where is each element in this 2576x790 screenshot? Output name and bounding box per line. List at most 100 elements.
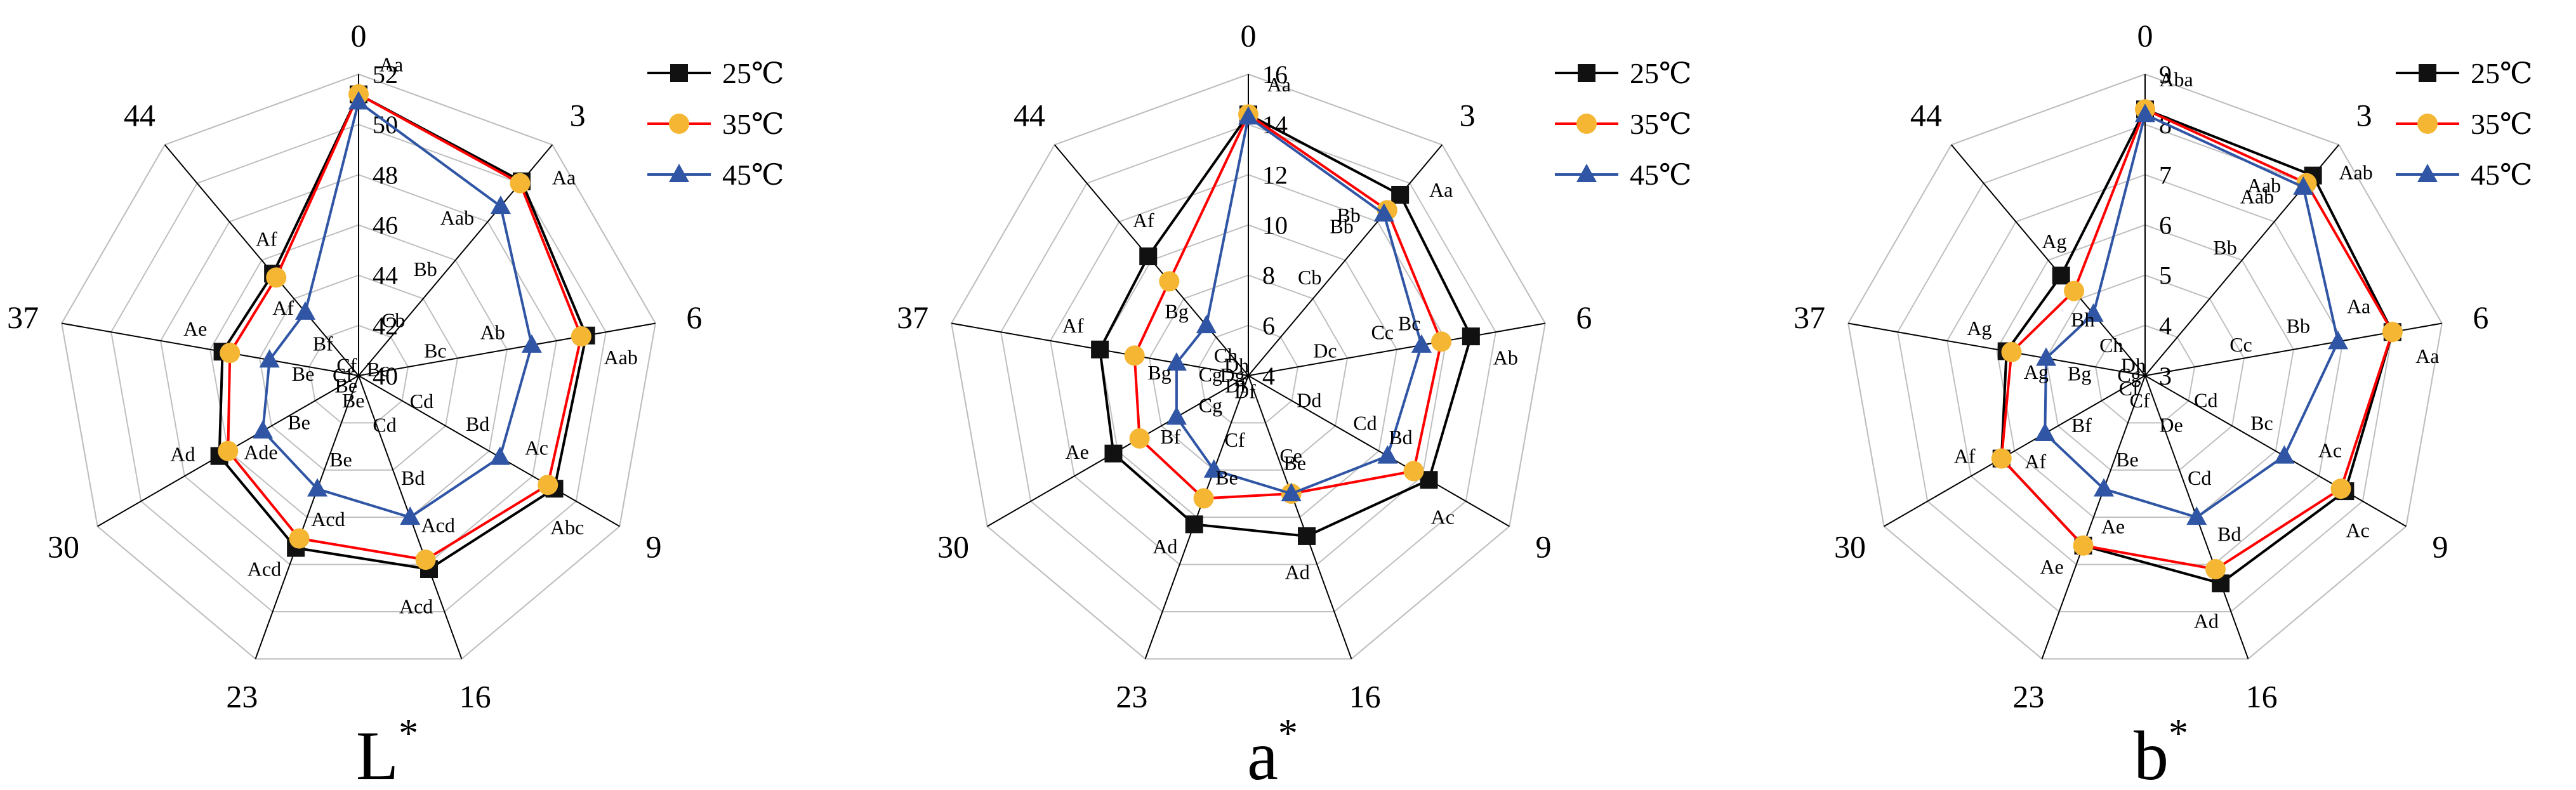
- radar-grid: [951, 73, 1546, 660]
- axis-label: 44: [124, 98, 155, 133]
- axis-label: 30: [48, 529, 79, 565]
- marker-triangle: [348, 91, 369, 110]
- panel-title-superscript: *: [1278, 712, 1298, 755]
- significance-label: Bb: [1337, 204, 1360, 227]
- radar-spoke: [1248, 144, 1443, 376]
- significance-label: Aa: [1267, 73, 1291, 96]
- axis-label: 37: [897, 300, 928, 335]
- significance-label: Cc: [1371, 320, 1394, 343]
- significance-label: Acd: [399, 595, 433, 617]
- radial-tick-label: 3: [2159, 362, 2172, 390]
- axis-label: 0: [351, 18, 367, 53]
- marker-circle: [1129, 428, 1150, 449]
- significance-label: Aa: [380, 53, 403, 76]
- axis-label: 3: [1460, 98, 1476, 133]
- significance-label: Cf: [1225, 428, 1245, 451]
- series-line: [2044, 112, 2340, 519]
- significance-label: Bg: [1147, 361, 1171, 384]
- radar-spoke: [164, 144, 359, 376]
- axis-label: 9: [1536, 529, 1552, 565]
- significance-label: Bf: [1160, 425, 1180, 448]
- marker-circle: [220, 343, 241, 364]
- marker-circle: [2382, 322, 2403, 343]
- significance-label: Bc: [424, 339, 447, 362]
- significance-label: Abc: [550, 516, 584, 539]
- series-line: [1133, 112, 1443, 500]
- marker-triangle: [1203, 459, 1224, 478]
- significance-label: Ac: [2318, 439, 2342, 462]
- significance-label: Cb: [1298, 266, 1321, 289]
- significance-label: Ad: [1285, 561, 1310, 584]
- marker-square: [1185, 515, 1203, 534]
- significance-label: Bf: [313, 332, 333, 355]
- significance-label: Cd: [373, 413, 396, 436]
- grid-ring: [1099, 224, 1397, 518]
- significance-label: Af: [272, 296, 294, 319]
- significance-label: Af: [1954, 445, 1976, 468]
- legend-label: 25℃: [1630, 57, 1691, 89]
- axis-label: 9: [2433, 529, 2448, 565]
- panel-title-main: L: [356, 717, 399, 787]
- series-line: [227, 92, 583, 562]
- significance-label: Cb: [381, 308, 405, 331]
- significance-label: Cf: [2130, 389, 2150, 412]
- radial-tick-label: 48: [373, 161, 398, 189]
- grid-ring: [2045, 274, 2245, 471]
- legend: 25℃35℃45℃: [647, 57, 784, 191]
- significance-label: Ad: [170, 442, 195, 465]
- significance-label: Af: [1133, 209, 1154, 232]
- radar-spoke: [358, 375, 620, 527]
- axis-label: 3: [2356, 98, 2372, 133]
- legend-label: 25℃: [2471, 57, 2532, 89]
- significance-label: Df: [1234, 379, 1256, 402]
- radial-tick-label: 9: [2159, 60, 2172, 89]
- grid-ring: [308, 324, 409, 424]
- significance-label: Af: [256, 228, 277, 251]
- significance-label: Cg: [1199, 394, 1222, 417]
- axis-label: 37: [1793, 300, 1825, 335]
- legend-label: 25℃: [722, 57, 784, 89]
- radial-tick-label: 6: [2159, 211, 2172, 240]
- radar-spoke: [62, 322, 359, 376]
- marker-circle: [415, 550, 436, 570]
- significance-label: Ae: [1065, 440, 1088, 463]
- radial-tick-label: 46: [373, 211, 398, 240]
- axis-label: 30: [937, 529, 969, 565]
- radar-grid: [61, 73, 656, 660]
- panel-title: b*: [2134, 712, 2188, 787]
- significance-label: Ac: [525, 436, 548, 459]
- marker-square: [1139, 247, 1158, 265]
- marker-triangle: [295, 301, 316, 320]
- significance-label: De: [2159, 413, 2183, 436]
- significance-label: Af: [1062, 314, 1084, 337]
- marker-triangle: [1196, 315, 1217, 334]
- significance-label: Ab: [480, 320, 505, 343]
- legend-marker-circle: [2417, 114, 2438, 134]
- axis-label: 0: [1241, 18, 1257, 53]
- axis-label: 23: [2012, 679, 2044, 714]
- significance-label: Ce: [1279, 444, 1302, 467]
- marker-square: [1104, 444, 1123, 463]
- radar-panel-1: 0369162330374440424446485052AaAaAabAbcAc…: [7, 18, 784, 790]
- radial-tick-label: 5: [2159, 261, 2172, 290]
- marker-triangle: [2094, 478, 2115, 497]
- significance-label: Ch: [2099, 334, 2123, 357]
- radial-tick-label: 7: [2159, 161, 2172, 189]
- significance-label: Bb: [2213, 236, 2236, 259]
- radial-tick-label: 52: [373, 60, 398, 89]
- legend-label: 35℃: [722, 108, 784, 140]
- radial-tick-label: 4: [1262, 362, 1275, 390]
- grid-ring: [1996, 224, 2294, 518]
- significance-label: Ag: [2024, 360, 2049, 383]
- significance-label: Bh: [2071, 308, 2094, 331]
- significance-label: Be: [1283, 452, 1306, 475]
- radar-spoke: [254, 375, 359, 659]
- series-line: [2000, 107, 2394, 585]
- significance-label: Cd: [1353, 411, 1377, 434]
- grid-outer-ring: [951, 73, 1546, 660]
- marker-triangle: [259, 349, 280, 368]
- marker-triangle: [253, 420, 274, 439]
- marker-triangle: [2135, 103, 2155, 122]
- marker-triangle: [1238, 106, 1258, 125]
- panel-title-main: a: [1247, 717, 1278, 787]
